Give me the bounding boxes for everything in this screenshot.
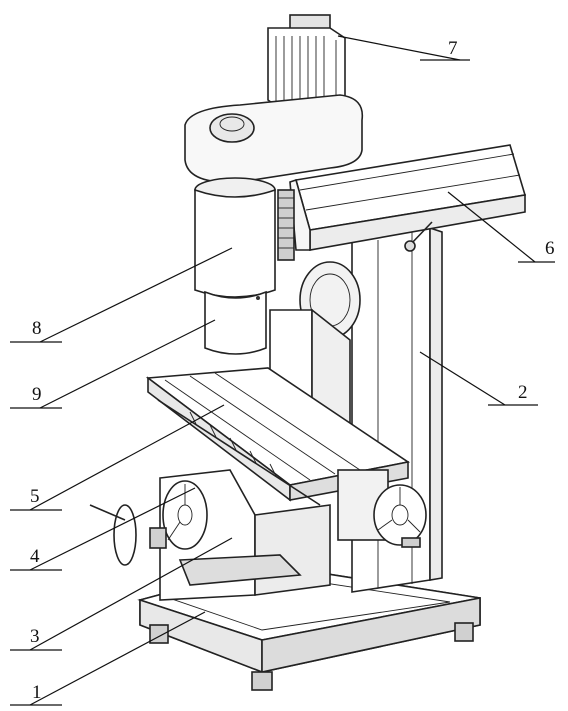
callout-9: 9 bbox=[32, 384, 42, 405]
callout-3: 3 bbox=[30, 626, 40, 647]
belt-housing bbox=[184, 94, 364, 261]
callout-4: 4 bbox=[30, 546, 40, 567]
callout-6: 6 bbox=[545, 238, 555, 259]
overarm bbox=[289, 144, 527, 252]
handwheel-table bbox=[373, 484, 427, 548]
callout-7: 7 bbox=[448, 38, 458, 59]
callout-5: 5 bbox=[30, 486, 40, 507]
spindle-head bbox=[194, 177, 276, 298]
motor bbox=[267, 14, 346, 111]
callout-1: 1 bbox=[32, 682, 42, 703]
handwheel-cross bbox=[162, 480, 208, 550]
leader-lines bbox=[10, 35, 555, 706]
callout-2: 2 bbox=[518, 382, 528, 403]
quill bbox=[204, 290, 267, 355]
callout-8: 8 bbox=[32, 318, 42, 339]
work-table bbox=[145, 367, 411, 541]
